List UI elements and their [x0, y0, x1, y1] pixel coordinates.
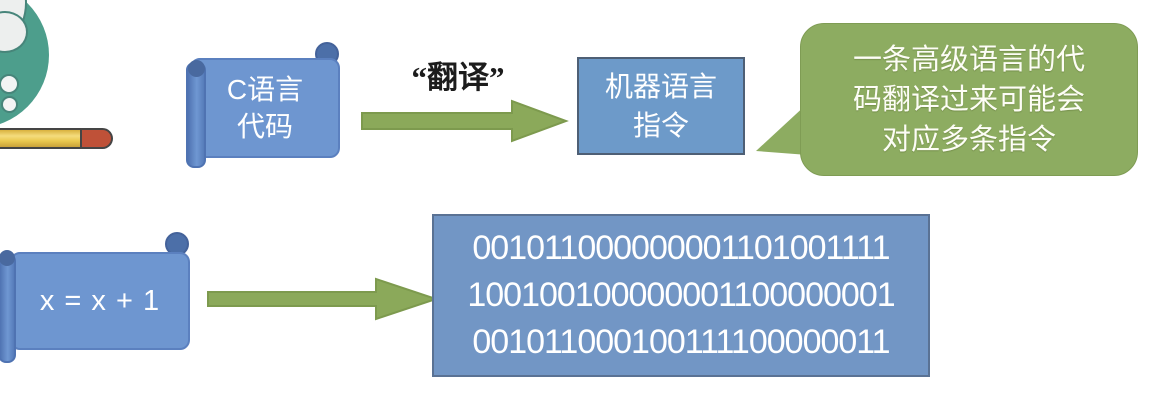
scroll-roll-icon [0, 253, 16, 363]
c-code-scroll-text: C语言 代码 [190, 58, 340, 158]
pencil-icon [0, 128, 84, 149]
pencil-tip-icon [80, 128, 113, 149]
machine-box-line-1: 机器语言 [604, 71, 717, 102]
c-code-line-2: 代码 [236, 111, 293, 142]
right-arrow-icon [361, 99, 569, 143]
callout-bubble: 一条高级语言的代 码翻译过来可能会 对应多条指令 [800, 23, 1138, 176]
pencil-mascot-logo [0, 0, 160, 170]
statement-text: x = x + 1 [39, 284, 161, 317]
binary-line-1: 001011000000001101001111 [472, 229, 890, 267]
scroll-roll-icon [186, 62, 206, 168]
machine-box-line-2: 指令 [632, 110, 689, 141]
scroll-roll-cap-icon [188, 60, 205, 77]
callout-line-3: 对应多条指令 [881, 123, 1056, 156]
c-code-scroll-shape: C语言 代码 [184, 40, 344, 172]
binary-code-box: 001011000000001101001111 100100100000001… [432, 214, 930, 377]
callout-line-1: 一条高级语言的代 [852, 43, 1085, 76]
scroll-roll-cap-icon [0, 250, 15, 266]
thought-dot-icon [1, 96, 18, 113]
translate-label: “翻译” [411, 60, 505, 95]
statement-scroll-shape: x = x + 1 [0, 230, 196, 366]
right-arrow-icon [207, 277, 440, 321]
binary-line-2: 100100100000001100000001 [467, 276, 895, 314]
thought-dot-icon [0, 74, 19, 94]
callout-tail-icon [756, 103, 808, 155]
c-code-line-1: C语言 [226, 74, 304, 105]
machine-language-box: 机器语言 指令 [577, 57, 745, 155]
statement-scroll-text: x = x + 1 [10, 252, 190, 350]
callout-line-2: 码翻译过来可能会 [852, 83, 1085, 116]
binary-line-3: 001011000100111100000011 [472, 323, 890, 361]
